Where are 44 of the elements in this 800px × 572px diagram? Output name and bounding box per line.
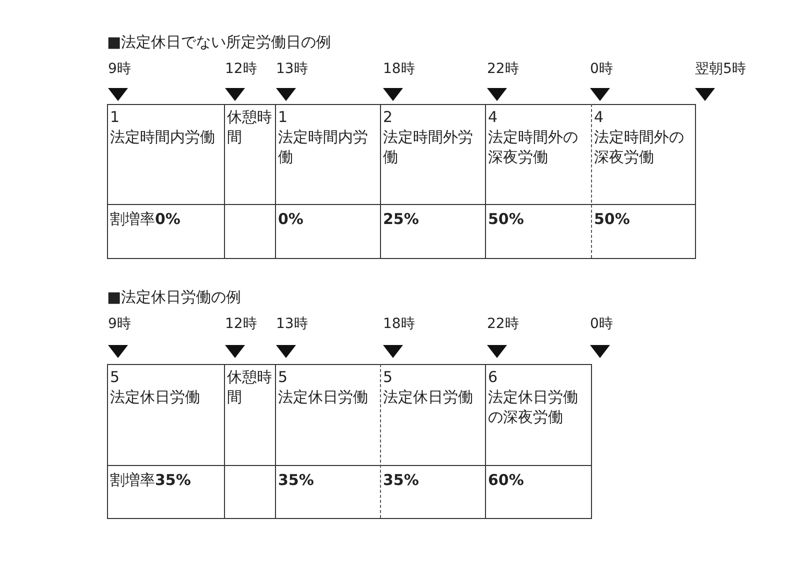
rate-text: 60%	[488, 470, 524, 490]
cell-text: 1	[110, 107, 121, 127]
cell-text: 5	[278, 367, 289, 387]
cell-text: 4	[594, 107, 605, 127]
time-label: 18時	[383, 316, 415, 333]
section-heading: ■法定休日労働の例	[107, 288, 242, 306]
time-label: 13時	[276, 61, 308, 78]
cell-text: 法定時間外の深夜労働	[594, 127, 685, 167]
rate-text: 割増率0%	[110, 209, 180, 229]
rate-text: 50%	[488, 209, 524, 229]
cell-text: 5	[383, 367, 394, 387]
time-label: 0時	[590, 61, 613, 78]
cell-text: 法定休日労働	[383, 387, 474, 407]
rate-text: 35%	[383, 470, 419, 490]
rate-text: 50%	[594, 209, 630, 229]
cell-text: 5	[110, 367, 121, 387]
time-label: 22時	[487, 316, 519, 333]
section-heading: ■法定休日でない所定労働日の例	[107, 33, 332, 51]
cell-text: 1	[278, 107, 289, 127]
cell-text: 法定休日労働	[278, 387, 369, 407]
cell-text: 法定時間内労働	[278, 127, 369, 167]
time-label: 0時	[590, 316, 613, 333]
cell-text: 法定休日労働の深夜労働	[488, 387, 579, 427]
time-label: 翌朝5時	[695, 61, 746, 78]
cell-text: 法定時間外労働	[383, 127, 474, 167]
cell-text: 4	[488, 107, 499, 127]
time-label: 12時	[225, 316, 257, 333]
cell-text: 法定時間外の深夜労働	[488, 127, 579, 167]
time-label: 18時	[383, 61, 415, 78]
time-label: 22時	[487, 61, 519, 78]
rate-text: 割増率35%	[110, 470, 191, 490]
cell-text: 法定時間内労働	[110, 127, 216, 147]
time-label: 13時	[276, 316, 308, 333]
cell-text: 6	[488, 367, 499, 387]
cell-text: 休憩時間	[227, 367, 273, 407]
cell-text: 2	[383, 107, 394, 127]
rate-text: 25%	[383, 209, 419, 229]
time-label: 9時	[108, 61, 131, 78]
cell-text: 法定休日労働	[110, 387, 201, 407]
time-label: 12時	[225, 61, 257, 78]
cell-text: 休憩時間	[227, 107, 273, 147]
time-label: 9時	[108, 316, 131, 333]
rate-text: 0%	[278, 209, 304, 229]
rate-text: 35%	[278, 470, 314, 490]
